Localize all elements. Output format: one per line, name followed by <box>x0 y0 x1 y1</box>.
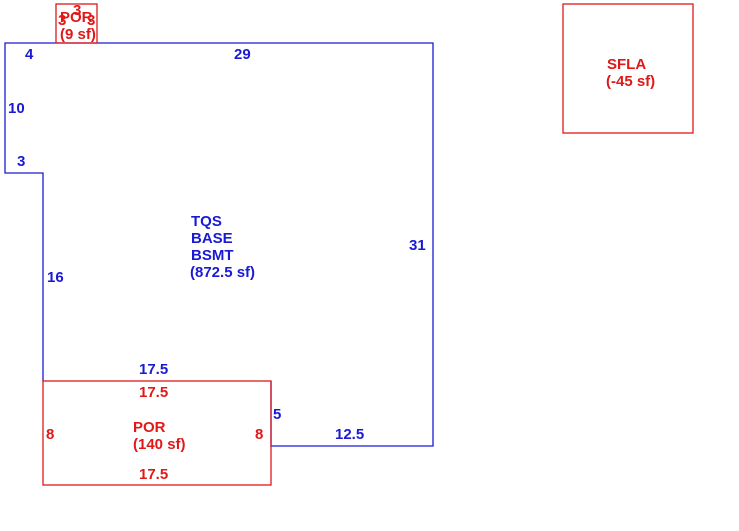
sfla-title: SFLA <box>607 56 646 73</box>
base-bsmt-outline <box>4 42 434 447</box>
dim-bottom-shared: 17.5 <box>139 361 168 378</box>
dim-left-lower: 16 <box>47 269 64 286</box>
por-main-title: POR <box>133 419 166 436</box>
por-small-dim: 3 <box>87 12 95 29</box>
por-dim-right: 8 <box>255 426 263 443</box>
por-main-area: (140 sf) <box>133 436 186 453</box>
dim-top-left: 4 <box>25 46 34 63</box>
dim-left-upper: 10 <box>8 100 25 117</box>
por-small-area: (9 sf) <box>60 26 96 43</box>
por-small-dim: 3 <box>58 12 66 29</box>
base-label-line: BASE <box>191 230 233 247</box>
sfla-area: (-45 sf) <box>606 73 655 90</box>
por-dim-left: 8 <box>46 426 54 443</box>
base-area-value: (872.5 sf) <box>190 264 255 281</box>
por-main-outline <box>42 380 272 486</box>
por-small-outline <box>55 3 98 44</box>
por-dim-bottom: 17.5 <box>139 466 168 483</box>
base-dimensions: 4 29 10 3 16 31 17.5 5 12.5 <box>8 46 426 443</box>
base-label-line: TQS <box>191 213 222 230</box>
dim-notch: 3 <box>17 153 25 170</box>
por-dim-top: 17.5 <box>139 384 168 401</box>
por-small-title: POR <box>60 9 93 26</box>
sfla-label: SFLA (-45 sf) <box>606 56 655 90</box>
por-small-labels: 3 3 3 POR (9 sf) <box>58 2 96 43</box>
dim-top: 29 <box>234 46 251 63</box>
sfla-outline <box>562 3 694 134</box>
base-area-label: TQS BASE BSMT (872.5 sf) <box>190 213 255 281</box>
por-small-dim: 3 <box>73 2 81 19</box>
dim-bottom-right: 12.5 <box>335 426 364 443</box>
dim-step: 5 <box>273 406 281 423</box>
base-label-line: BSMT <box>191 247 234 264</box>
dim-right: 31 <box>409 237 426 254</box>
por-main-labels: 17.5 8 8 17.5 POR (140 sf) <box>46 384 263 483</box>
